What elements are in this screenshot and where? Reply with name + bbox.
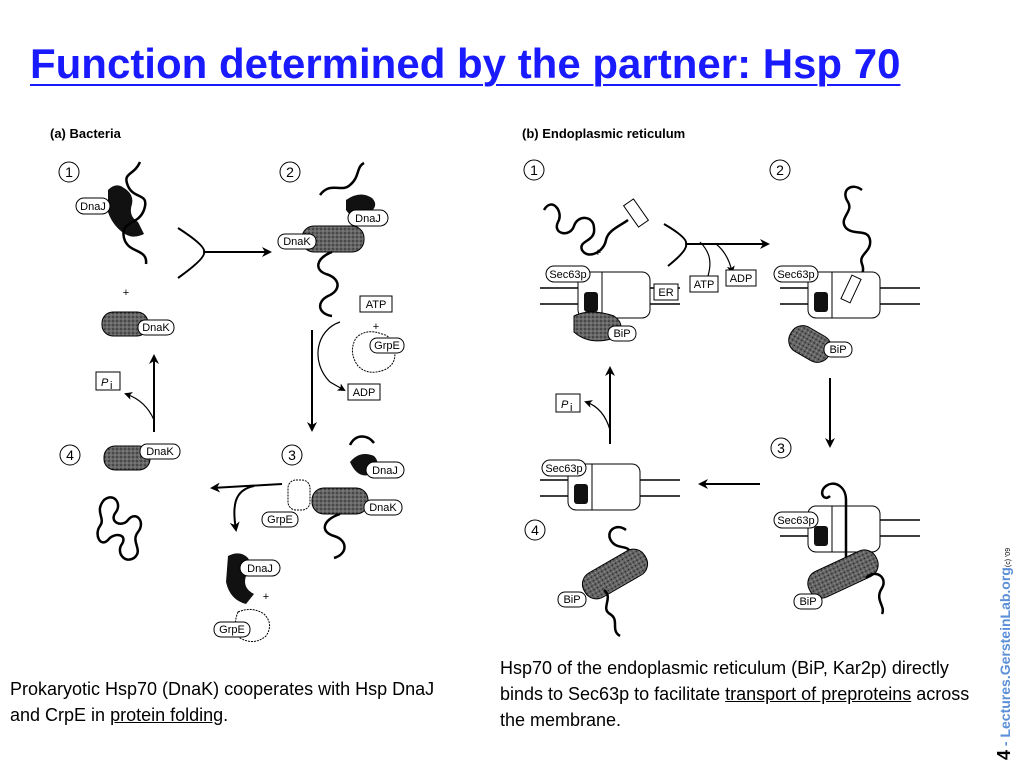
panel-b-heading: (b) Endoplasmic reticulum — [522, 126, 685, 141]
a-atp-label: ATP — [366, 299, 387, 311]
b-pi-box: P i — [555, 393, 581, 414]
caption-er: Hsp70 of the endoplasmic reticulum (BiP,… — [500, 655, 975, 733]
panel-bacteria: (a) Bacteria 1 2 3 4 DnaJ + Dn — [50, 126, 405, 642]
b-er-label: ER — [658, 287, 673, 299]
a-adp-box: ADP — [347, 383, 381, 401]
b2-bip-label: BiP — [829, 344, 846, 356]
page-number: 4 — [994, 749, 1014, 760]
panel-a-step-2-label: 2 — [286, 164, 294, 180]
b3-complex: Sec63p BiP — [773, 482, 920, 615]
b2-bip-free: BiP — [788, 325, 853, 363]
a1-dnaj-label: DnaJ — [80, 201, 106, 213]
a-grpe-label: GrpE — [374, 340, 400, 352]
a1-dnaj-complex: DnaJ — [75, 161, 148, 265]
b3-bip-label: BiP — [799, 596, 816, 608]
panel-b-step-2: 2 — [769, 159, 791, 181]
b1-plus: + — [595, 247, 601, 259]
b-adp-label: ADP — [730, 273, 753, 285]
panel-a-step-3: 3 — [281, 444, 303, 466]
footer-separator: - — [997, 737, 1013, 750]
caption-bacteria: Prokaryotic Hsp70 (DnaK) cooperates with… — [10, 676, 460, 728]
a-adp-label: ADP — [353, 387, 376, 399]
a2-dnaj-label: DnaJ — [355, 213, 381, 225]
b-atp-box: ATP — [689, 275, 719, 293]
a1-dnak-protein: DnaK — [101, 311, 175, 337]
a4-dnak-label: DnaK — [146, 446, 174, 458]
a2-dnak-label: DnaK — [283, 236, 311, 248]
a-pi-subscript: i — [110, 380, 112, 392]
panel-er: (b) Endoplasmic reticulum 1 2 3 4 + — [522, 126, 920, 638]
a-released-dnaj-label: DnaJ — [247, 563, 273, 575]
footer-copyright: (c) '09 — [1005, 547, 1012, 568]
caption-bacteria-text: Prokaryotic Hsp70 (DnaK) cooperates with… — [10, 679, 435, 725]
a3-complex: DnaJ DnaK GrpE — [261, 435, 405, 560]
b-merge-arrow — [663, 223, 770, 277]
caption-bacteria-end: . — [223, 705, 229, 725]
b-pi-subscript: i — [570, 402, 572, 414]
b-empty-sec63p-label: Sec63p — [545, 463, 582, 475]
b4-bip-released: BiP — [557, 525, 649, 638]
b3-sec63p-label: Sec63p — [777, 515, 814, 527]
a-released-grpe: GrpE — [213, 608, 270, 642]
a-released-dnaj: DnaJ — [226, 553, 281, 604]
a2-complex: DnaJ DnaK — [277, 161, 389, 318]
a-grpe-protein: GrpE — [352, 331, 405, 373]
b1-preprotein — [542, 198, 650, 256]
a1-plus: + — [123, 287, 129, 299]
b-pi-label: P — [561, 399, 569, 411]
b1-bip-label: BiP — [613, 328, 630, 340]
panel-a-step-1: 1 — [58, 161, 80, 183]
panel-b-step-3: 3 — [770, 437, 792, 459]
a-plus-released: + — [263, 591, 269, 603]
a1-dnak-label: DnaK — [142, 322, 170, 334]
b1-membrane: Sec63p BiP ER — [540, 265, 680, 342]
b-adp-box: ADP — [725, 269, 757, 287]
a-plus-grpe: + — [373, 321, 379, 333]
b2-complex: Sec63p — [773, 185, 920, 319]
a-pi-label: P — [101, 377, 109, 389]
a-atp-box: ATP — [359, 295, 393, 313]
panel-b-step-4-label: 4 — [531, 522, 539, 538]
link-transport-of-preproteins[interactable]: transport of preproteins — [725, 684, 912, 704]
a-release-arrows — [210, 482, 283, 532]
footer-site-link[interactable]: Lectures.GersteinLab.org — [997, 567, 1013, 738]
caption-er-text: Hsp70 of the endoplasmic reticulum (BiP,… — [500, 658, 949, 704]
a3-dnak-label: DnaK — [369, 502, 397, 514]
panel-b-step-4: 4 — [524, 519, 546, 541]
b4-bip-label: BiP — [563, 594, 580, 606]
b1-sec63p-label: Sec63p — [549, 269, 586, 281]
panel-b-step-2-label: 2 — [776, 162, 784, 178]
a-pi-box: P i — [95, 371, 121, 392]
a-pi-arrow — [124, 392, 155, 421]
panel-a-step-3-label: 3 — [288, 447, 296, 463]
a4-dnak-folded: DnaK — [96, 443, 181, 561]
panel-b-step-1-label: 1 — [530, 162, 538, 178]
panel-b-step-3-label: 3 — [777, 440, 785, 456]
a-atp-exchange-arrow — [317, 321, 346, 391]
link-protein-folding[interactable]: protein folding — [110, 705, 224, 725]
panel-a-step-1-label: 1 — [65, 164, 73, 180]
a-merge-arrow — [177, 227, 272, 279]
b2-sec63p-label: Sec63p — [777, 269, 814, 281]
a3-dnaj-label: DnaJ — [372, 465, 398, 477]
b-atp-label: ATP — [694, 279, 715, 291]
panel-a-step-2: 2 — [279, 161, 301, 183]
footer-credit: 4 - Lectures.GersteinLab.org(c) '09 — [994, 510, 1018, 760]
panel-b-step-1: 1 — [523, 159, 545, 181]
a3-grpe-label: GrpE — [267, 514, 293, 526]
panel-a-step-4: 4 — [59, 444, 81, 466]
panel-a-step-4-label: 4 — [66, 447, 74, 463]
b-pi-arrow — [584, 400, 611, 431]
caption-er-end: across the membrane. — [500, 684, 970, 730]
a-released-grpe-label: GrpE — [219, 624, 245, 636]
b-translocon-empty: Sec63p — [540, 459, 680, 511]
slide-title: Function determined by the partner: Hsp … — [30, 40, 901, 87]
panel-a-heading: (a) Bacteria — [50, 126, 122, 141]
